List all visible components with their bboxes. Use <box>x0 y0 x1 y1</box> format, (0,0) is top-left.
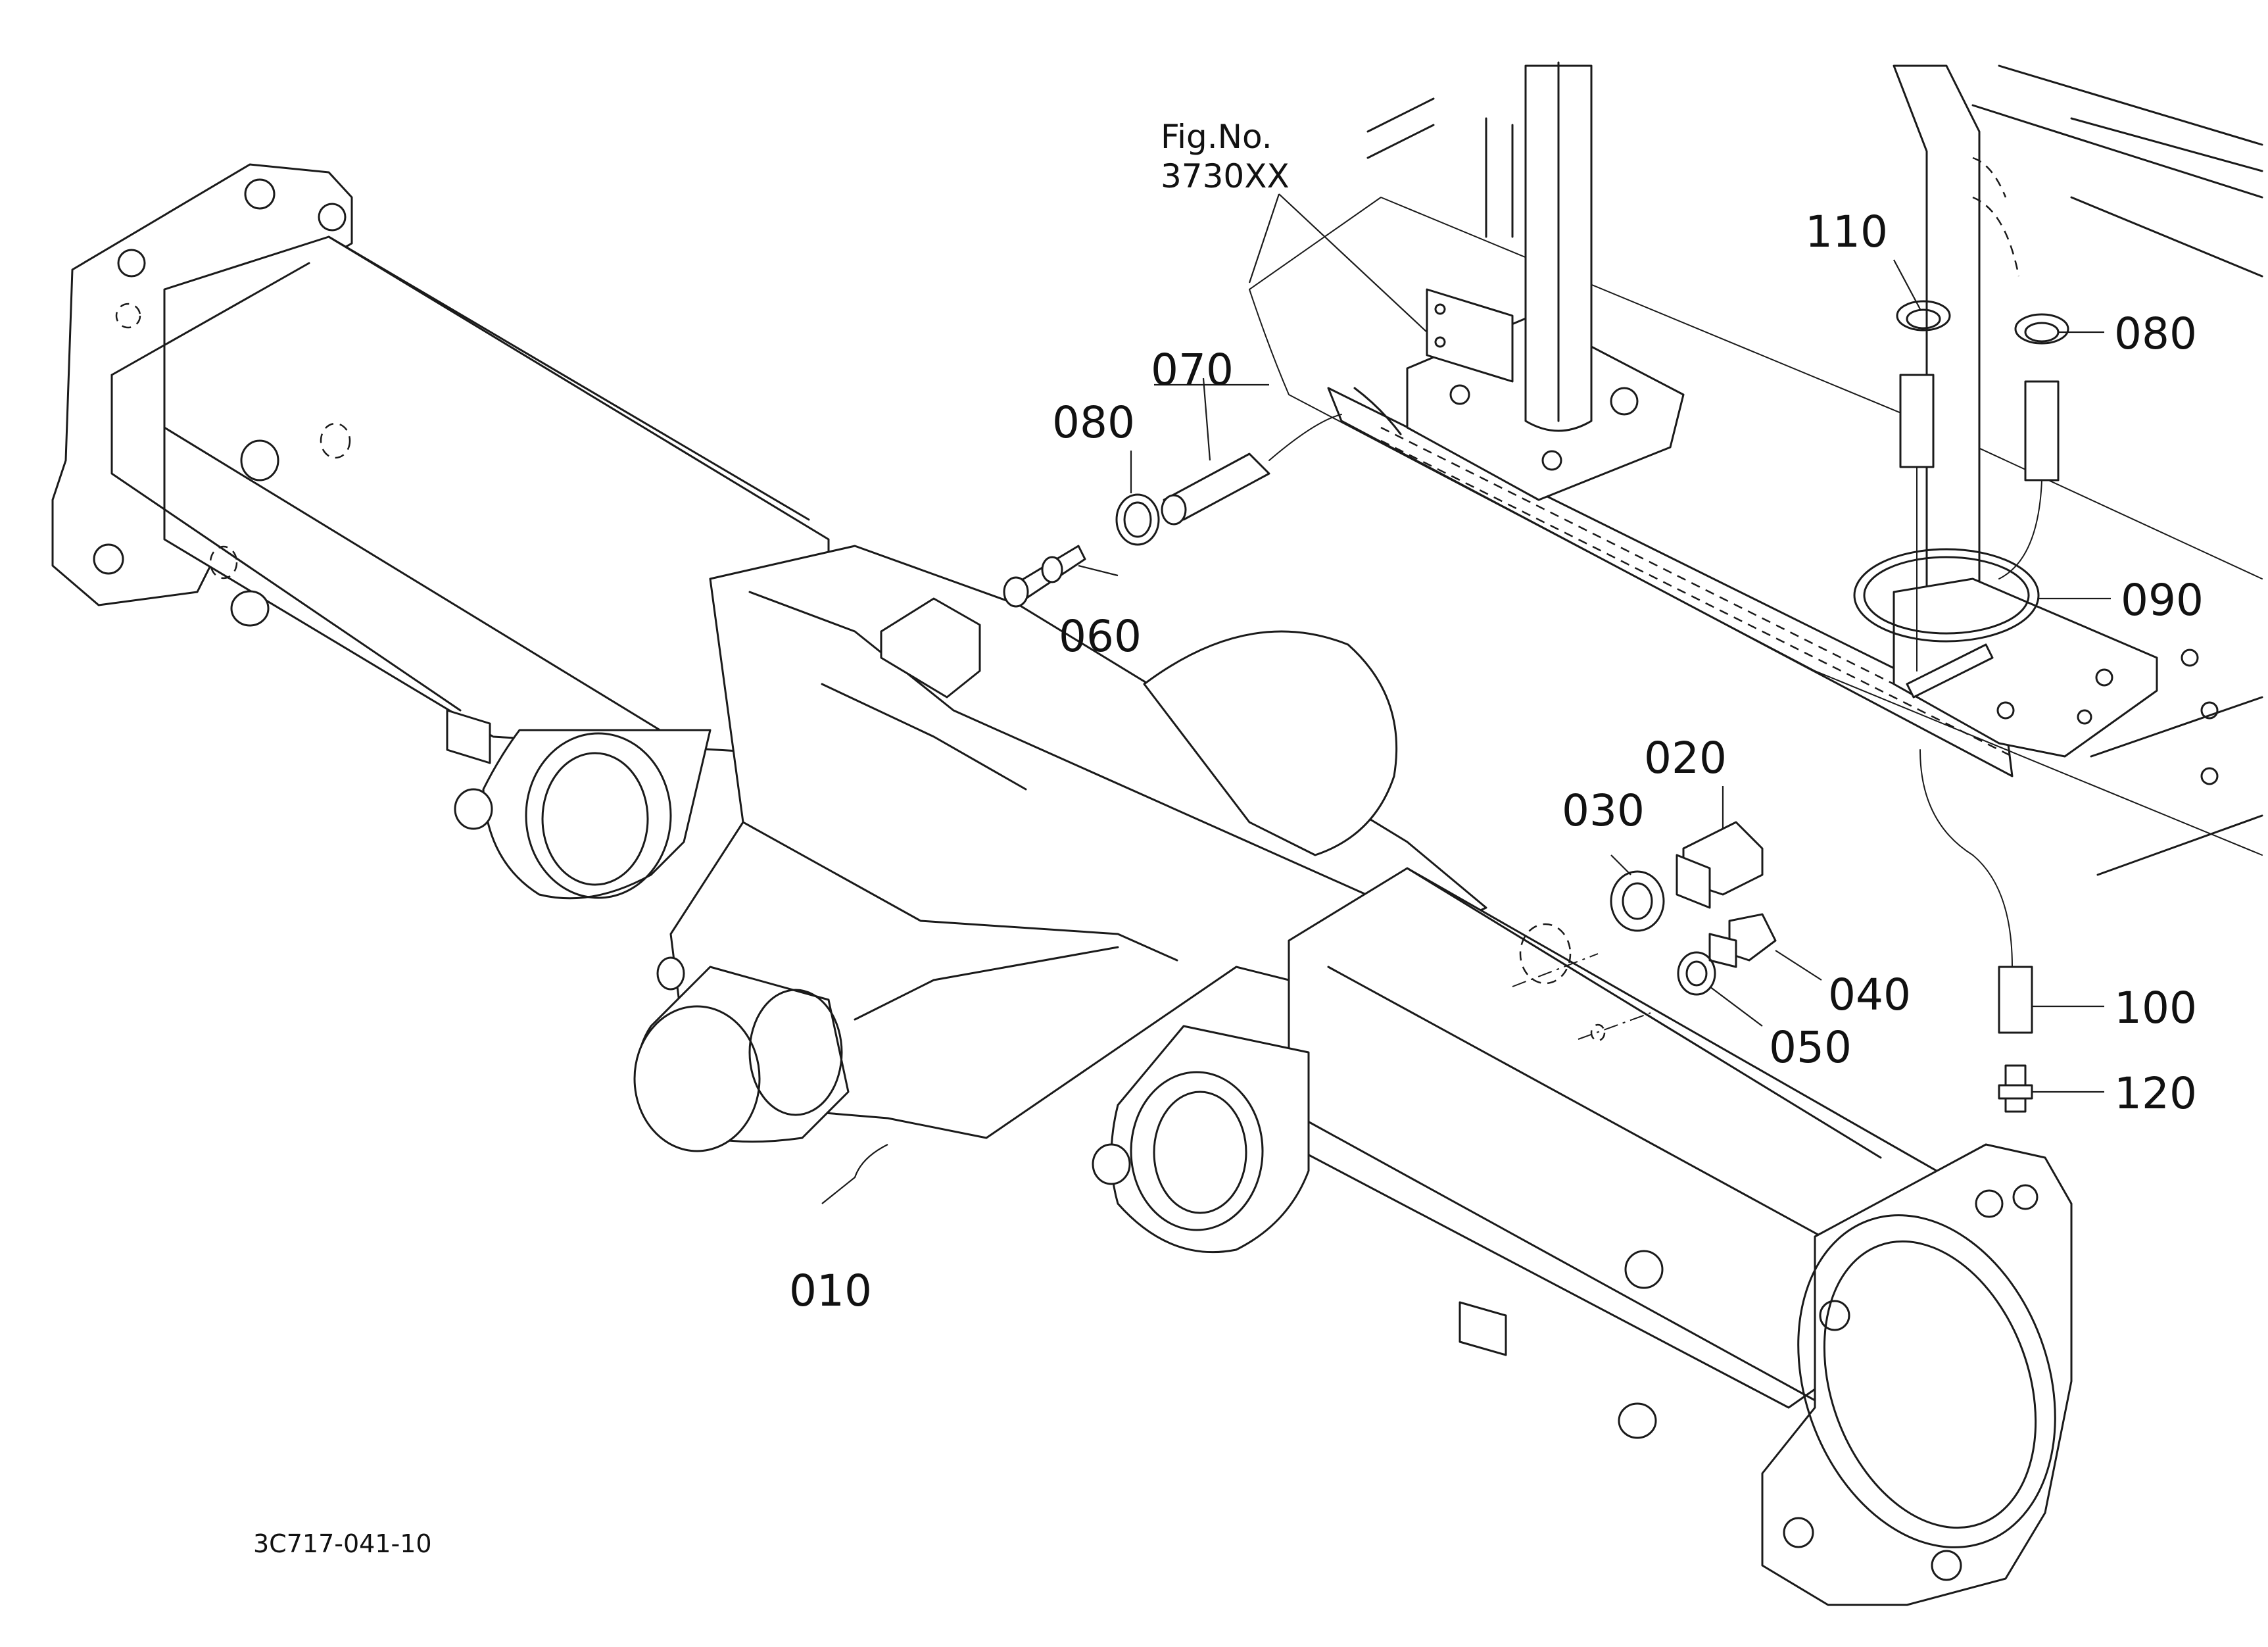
part-label-060[interactable]: 060 <box>1059 611 1142 662</box>
figure-ref-line2: 3730XX <box>1161 157 1290 195</box>
leader-lines <box>821 193 2111 1204</box>
drawing-code: 3C717-041-10 <box>253 1529 432 1558</box>
part-label-100[interactable]: 100 <box>2114 983 2197 1033</box>
part-label-050[interactable]: 050 <box>1769 1022 1852 1073</box>
part-label-120[interactable]: 120 <box>2114 1068 2197 1119</box>
part-label-080-right[interactable]: 080 <box>2114 308 2197 359</box>
frame-drawing <box>1249 61 2263 876</box>
small-parts-drawing <box>1003 300 2069 1113</box>
part-label-040[interactable]: 040 <box>1828 970 1911 1020</box>
figure-ref-line1: Fig.No. <box>1161 118 1272 156</box>
part-label-080-hose[interactable]: 080 <box>1052 397 1135 448</box>
part-label-090[interactable]: 090 <box>2121 575 2204 626</box>
part-label-010[interactable]: 010 <box>789 1266 872 1316</box>
axle-housing-drawing <box>51 163 2073 1606</box>
part-label-030[interactable]: 030 <box>1562 785 1645 836</box>
part-label-070[interactable]: 070 <box>1151 345 1234 395</box>
part-label-110[interactable]: 110 <box>1805 207 1888 257</box>
part-label-020[interactable]: 020 <box>1644 733 1727 783</box>
